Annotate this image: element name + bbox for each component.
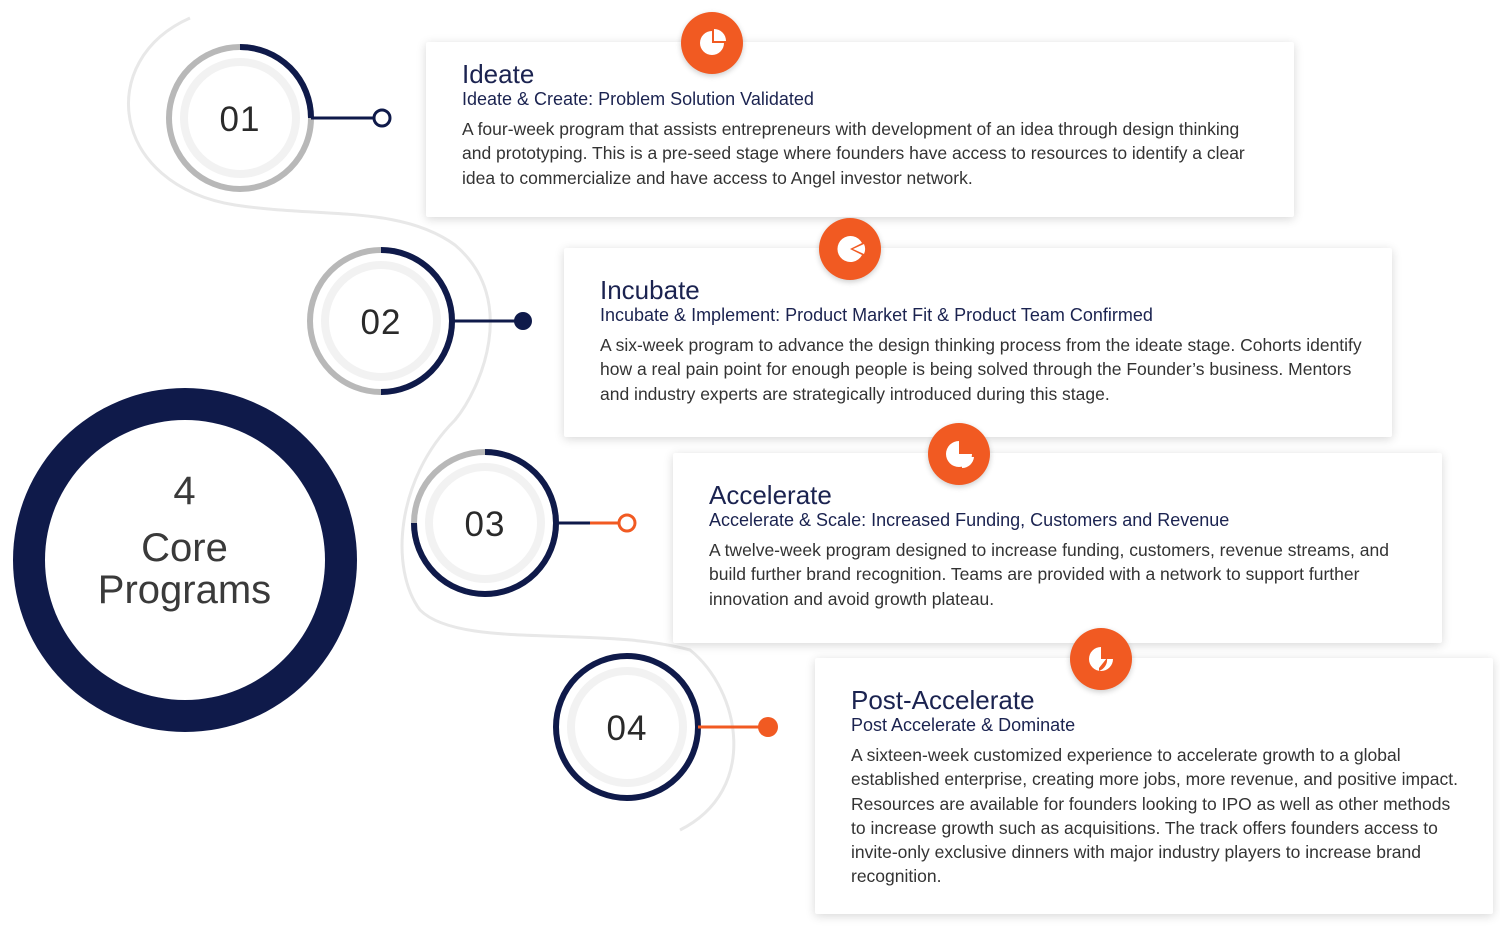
card-title: Incubate	[600, 275, 700, 305]
step-number-04: 04	[606, 709, 648, 748]
card-title: Ideate	[462, 59, 535, 89]
program-card-accelerate: Accelerate Accelerate & Scale: Increased…	[673, 453, 1442, 643]
pie-chart-icon	[1070, 628, 1132, 690]
step-number-01: 01	[219, 100, 261, 139]
program-card-ideate: Ideate Ideate & Create: Problem Solution…	[426, 42, 1294, 217]
step-ring-01	[166, 44, 392, 192]
card-subtitle: Accelerate & Scale: Increased Funding, C…	[709, 510, 1230, 530]
step-ring-02	[307, 247, 532, 395]
hub-ring	[13, 388, 357, 732]
card-description: A four-week program that assists entrepr…	[462, 119, 1245, 188]
step-number-02: 02	[360, 303, 402, 342]
hub-number: 4	[173, 469, 196, 513]
step-ring-04	[553, 653, 778, 801]
card-subtitle: Ideate & Create: Problem Solution Valida…	[462, 89, 814, 109]
card-subtitle: Incubate & Implement: Product Market Fit…	[600, 305, 1153, 325]
step-ring-03	[411, 449, 637, 597]
card-title: Accelerate	[709, 480, 832, 510]
program-card-post-accelerate: Post-Accelerate Post Accelerate & Domina…	[815, 658, 1493, 914]
hub-line1: Core	[141, 526, 228, 570]
step-number-03: 03	[464, 505, 506, 544]
pie-chart-icon	[819, 218, 881, 280]
hub-label: 4 Core Programs	[12, 470, 357, 611]
pie-chart-icon	[681, 12, 743, 74]
program-card-incubate: Incubate Incubate & Implement: Product M…	[564, 248, 1392, 437]
card-subtitle: Post Accelerate & Dominate	[851, 715, 1076, 735]
connector-track	[127, 16, 736, 832]
card-description: A six-week program to advance the design…	[600, 335, 1362, 404]
card-title: Post-Accelerate	[851, 685, 1035, 715]
pie-chart-icon	[928, 423, 990, 485]
hub-line2: Programs	[97, 568, 272, 612]
card-description: A twelve-week program designed to increa…	[709, 540, 1389, 609]
card-description: A sixteen-week customized experience to …	[851, 745, 1458, 887]
